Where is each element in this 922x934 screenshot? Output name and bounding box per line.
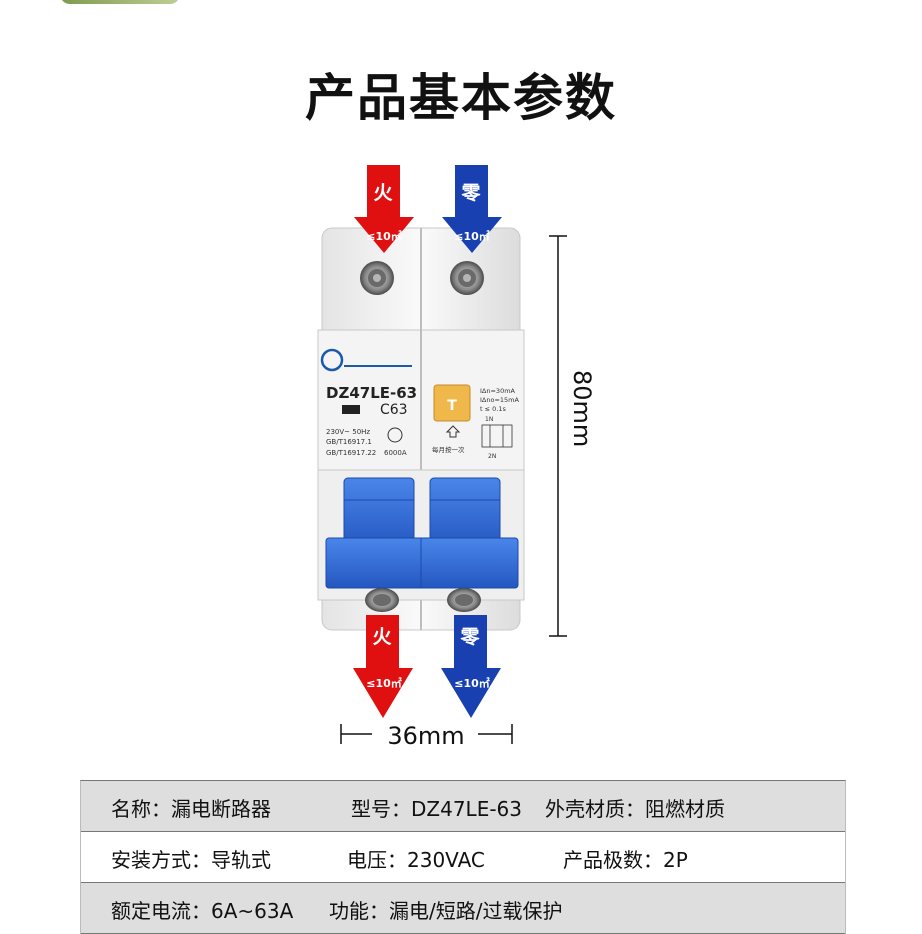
spec-value: 漏电/短路/过载保护 (389, 899, 563, 923)
spec-label: 产品极数： (563, 848, 663, 872)
spec-function: 功能：漏电/短路/过载保护 (329, 895, 562, 924)
breaker-standard-1: GB/T16917.1 (326, 438, 372, 446)
spec-row: 额定电流：6A~63A 功能：漏电/短路/过载保护 (81, 883, 845, 934)
wire-size-label: ≤10㎡ (366, 676, 402, 690)
spec-voltage: 电压：230VAC (347, 844, 485, 873)
spec-rated-current: 额定电流：6A~63A (111, 895, 293, 924)
live-label: 火 (373, 182, 393, 204)
live-label: 火 (372, 626, 392, 648)
width-label: 36mm (387, 722, 464, 750)
spec-value: 230VAC (407, 848, 485, 872)
live-output-arrow: 火 ≤10㎡ (353, 615, 413, 718)
height-label: 80mm (568, 370, 596, 447)
screw-icon (360, 261, 394, 295)
test-button (433, 384, 471, 422)
indicator-window (342, 405, 360, 414)
brand-logo-icon (320, 348, 344, 372)
wire-size-label: ≤10㎡ (454, 676, 490, 690)
test-note: 每月按一次 (432, 445, 465, 454)
screw-icon (365, 588, 399, 612)
neutral-label: 零 (459, 626, 480, 648)
test-button-icon: T (447, 398, 457, 414)
breaker-illustration: DZ47LE-63 C63 230V~ 50Hz GB/T16917.1 GB/… (317, 165, 596, 750)
spec-shell-material: 外壳材质：阻燃材质 (545, 793, 725, 822)
breaker-model: DZ47LE-63 (326, 384, 417, 402)
spec-value: 阻燃材质 (645, 797, 725, 821)
height-dimension: 80mm (549, 235, 596, 637)
spec-line-1: IΔn=30mA (480, 387, 516, 395)
spec-value: 6A~63A (211, 899, 294, 923)
spec-label: 名称： (111, 797, 171, 821)
ccc-mark-icon (387, 427, 403, 443)
neutral-label: 零 (460, 182, 481, 204)
breaker-label-right: T IΔn=30mA IΔno=15mA t ≤ 0.1s 1N 每月按一次 2… (432, 384, 520, 460)
spec-label: 型号： (351, 797, 411, 821)
spec-installation: 安装方式：导轨式 (111, 844, 271, 873)
spec-label: 安装方式： (111, 848, 211, 872)
spec-label: 电压： (347, 848, 407, 872)
spec-value: 2P (663, 848, 688, 872)
toggle-handles (325, 477, 519, 589)
screw-icon (447, 588, 481, 612)
width-dimension: 36mm (340, 722, 513, 750)
neutral-output-arrow: 零 ≤10㎡ (441, 615, 501, 718)
breaker-label-left: DZ47LE-63 C63 230V~ 50Hz GB/T16917.1 GB/… (320, 348, 417, 457)
breaker-rating: C63 (380, 402, 408, 418)
up-arrow-icon (445, 425, 461, 438)
page-title: 产品基本参数 (305, 69, 617, 127)
spec-table: 名称：漏电断路器 型号：DZ47LE-63 外壳材质：阻燃材质 安装方式：导轨式… (80, 780, 846, 934)
breaker-voltage: 230V~ 50Hz (326, 428, 370, 436)
spec-value: DZ47LE-63 (411, 797, 522, 821)
screw-icon (450, 261, 484, 295)
wire-size-label: ≤10㎡ (454, 229, 490, 243)
live-input-arrow: 火 ≤10㎡ (354, 165, 414, 253)
spec-label: 外壳材质： (545, 797, 645, 821)
breaker-standard-2: GB/T16917.22 (326, 449, 376, 457)
spec-row: 名称：漏电断路器 型号：DZ47LE-63 外壳材质：阻燃材质 (81, 781, 845, 832)
wire-size-label: ≤10㎡ (366, 229, 402, 243)
breaker-capacity: 6000A (384, 449, 407, 457)
spec-line-3: t ≤ 0.1s (480, 405, 506, 413)
handle-bar (325, 537, 519, 589)
spec-row: 安装方式：导轨式 电压：230VAC 产品极数：2P (81, 832, 845, 883)
spec-line-2: IΔno=15mA (480, 396, 520, 404)
decorative-leaf (60, 0, 180, 4)
spec-label: 额定电流： (111, 899, 211, 923)
spec-value: 漏电断路器 (171, 797, 271, 821)
circuit-diagram-icon (481, 424, 513, 448)
product-figure: DZ47LE-63 C63 230V~ 50Hz GB/T16917.1 GB/… (0, 150, 922, 760)
spec-label: 功能： (329, 899, 389, 923)
terminal-label: 2N (488, 453, 496, 460)
neutral-input-arrow: 零 ≤10㎡ (442, 165, 502, 253)
spec-value: 导轨式 (211, 848, 271, 872)
spec-poles: 产品极数：2P (563, 844, 688, 873)
spec-line-4: 1N (485, 416, 493, 423)
spec-name: 名称：漏电断路器 (111, 793, 271, 822)
spec-model: 型号：DZ47LE-63 (351, 793, 522, 822)
